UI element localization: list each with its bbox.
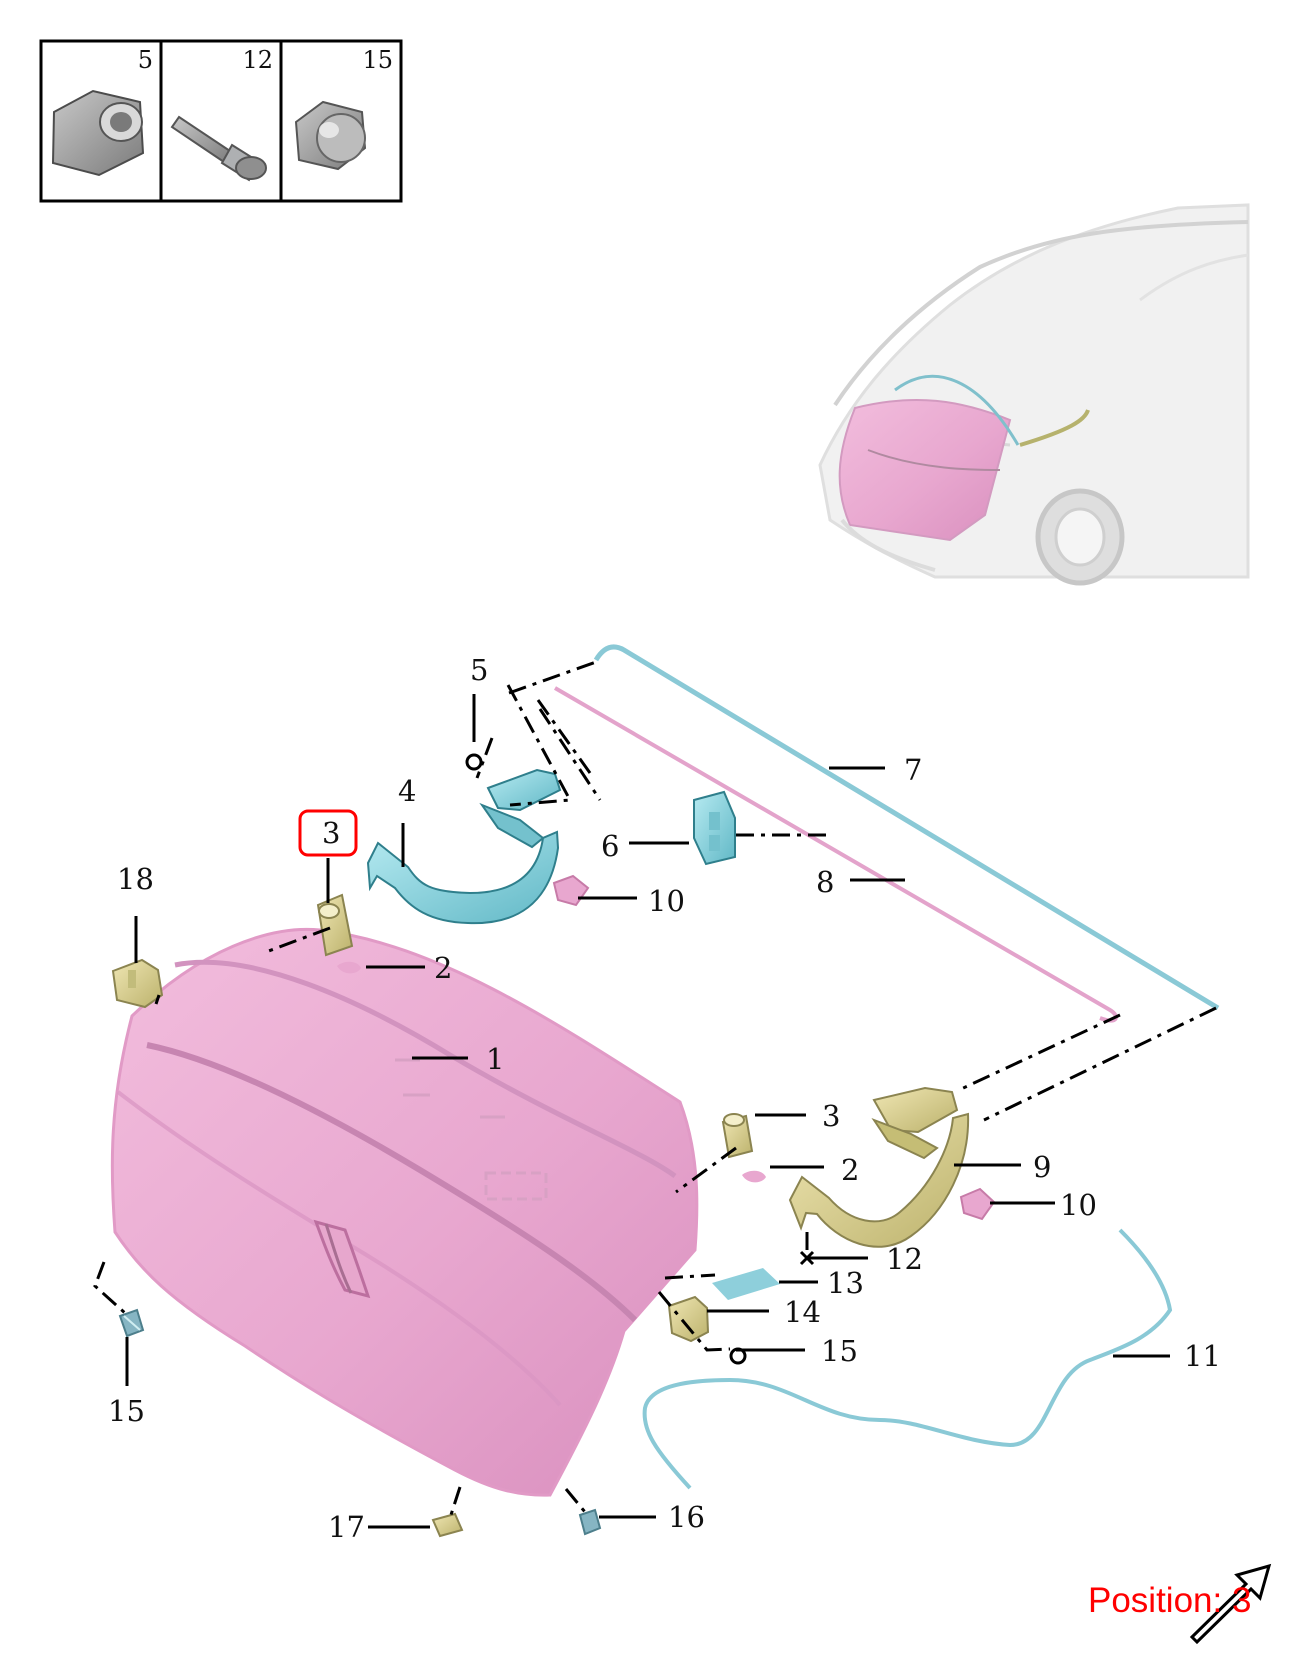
callout-5: 5 bbox=[470, 653, 488, 687]
bolt-marker-12 bbox=[799, 1250, 815, 1266]
reference-car-image bbox=[818, 203, 1250, 586]
legend-item-bolt: 12 bbox=[170, 46, 273, 182]
callout-17: 17 bbox=[328, 1510, 365, 1544]
position-label: Position: 3 bbox=[1088, 1581, 1251, 1620]
buffer-top-right bbox=[721, 1113, 754, 1159]
legend-number-5: 5 bbox=[138, 46, 153, 74]
callout-18: 18 bbox=[117, 862, 154, 896]
callout-13: 13 bbox=[827, 1266, 864, 1300]
clip-14 bbox=[667, 1295, 710, 1343]
callout-15-left: 15 bbox=[108, 1394, 145, 1428]
callout-12: 12 bbox=[886, 1242, 923, 1276]
selected-callout-highlight bbox=[298, 809, 358, 857]
callout-2-left: 2 bbox=[434, 951, 452, 985]
cable-8 bbox=[553, 686, 1118, 1023]
clip-17 bbox=[431, 1512, 464, 1538]
rubber-stop-right bbox=[959, 1187, 996, 1221]
callout-6: 6 bbox=[601, 829, 619, 863]
callout-16: 16 bbox=[668, 1500, 705, 1534]
left-hinge bbox=[366, 768, 562, 925]
clip-18 bbox=[111, 958, 164, 1009]
fastener-legend: 5 12 15 bbox=[39, 39, 403, 203]
pad-13 bbox=[712, 1268, 780, 1300]
legend-item-nut: 5 bbox=[51, 46, 153, 177]
cap-nut-icon bbox=[294, 100, 367, 171]
nut-marker-5 bbox=[465, 753, 483, 771]
callout-1: 1 bbox=[486, 1042, 504, 1076]
callout-3-right: 3 bbox=[822, 1099, 840, 1133]
buffer-top-left bbox=[316, 893, 354, 957]
callout-7: 7 bbox=[904, 753, 922, 787]
position-indicator: Position: 3 bbox=[1088, 1563, 1272, 1645]
harness-11 bbox=[642, 1228, 1173, 1490]
rubber-stop-left bbox=[552, 874, 590, 907]
legend-number-15: 15 bbox=[362, 46, 393, 74]
callout-15-right: 15 bbox=[821, 1334, 858, 1368]
callout-9: 9 bbox=[1033, 1150, 1051, 1184]
lock-module bbox=[693, 790, 736, 866]
callout-14: 14 bbox=[784, 1295, 821, 1329]
callout-10-left: 10 bbox=[648, 884, 685, 918]
bolt-icon bbox=[170, 115, 267, 182]
callout-3-left[interactable]: 3 bbox=[322, 816, 340, 850]
damper-pad-right bbox=[742, 1170, 766, 1183]
callout-2-right: 2 bbox=[841, 1153, 859, 1187]
callout-8: 8 bbox=[816, 865, 834, 899]
spring-16 bbox=[578, 1508, 602, 1536]
hex-nut-icon bbox=[51, 89, 145, 177]
legend-item-cap-nut: 15 bbox=[294, 46, 393, 171]
cable-7 bbox=[593, 644, 1220, 1011]
callout-leaders bbox=[125, 694, 1170, 1529]
nut-marker-15 bbox=[729, 1347, 747, 1365]
callout-10-right: 10 bbox=[1060, 1188, 1097, 1222]
callout-4: 4 bbox=[398, 774, 416, 808]
spring-15-left bbox=[118, 1308, 145, 1338]
callout-11: 11 bbox=[1184, 1339, 1221, 1373]
damper-pad-left bbox=[337, 961, 361, 974]
right-hinge bbox=[788, 1086, 970, 1248]
trunk-lid bbox=[110, 927, 699, 1497]
legend-number-12: 12 bbox=[242, 46, 273, 74]
